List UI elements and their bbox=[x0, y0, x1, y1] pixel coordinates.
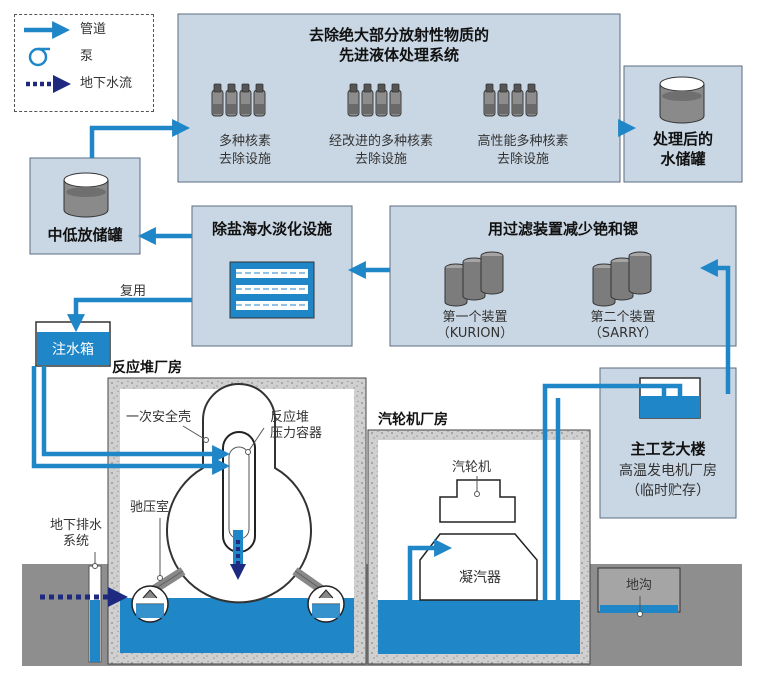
legend-pipe-label: 管道 bbox=[80, 22, 107, 37]
reactor-building-label: 反应堆厂房 bbox=[112, 360, 182, 376]
alps-unit2-line1: 经改进的多种核素 bbox=[328, 134, 433, 149]
pipe-reuse bbox=[67, 297, 192, 333]
drain-label-line2: 系统 bbox=[62, 534, 89, 549]
pipes bbox=[31, 119, 731, 600]
main-building-line1: 主工艺大楼 bbox=[630, 440, 706, 458]
turbine-water bbox=[378, 600, 580, 654]
filter-title: 用过滤装置减少铯和锶 bbox=[487, 220, 638, 238]
treated-tank-icon bbox=[659, 76, 705, 124]
desal-title: 除盐海水淡化设施 bbox=[211, 220, 332, 238]
treated-tank-line2: 水储罐 bbox=[660, 150, 706, 168]
drain-label-line1: 地下排水 bbox=[49, 518, 102, 533]
condenser bbox=[419, 533, 538, 601]
alps-unit2-line2: 去除设施 bbox=[354, 152, 407, 167]
filter-unit1-line1: 第一个装置 bbox=[442, 310, 508, 325]
pipe-injection-1 bbox=[41, 366, 231, 463]
filter-unit2-line1: 第二个装置 bbox=[590, 310, 656, 325]
turbine-building-label: 汽轮机厂房 bbox=[378, 412, 448, 428]
suppression-label: 驰压室 bbox=[130, 500, 170, 515]
pipe-to-alps bbox=[89, 119, 191, 158]
main-building-line3: （临时贮存） bbox=[626, 483, 710, 499]
desalination-icon bbox=[229, 261, 315, 319]
filter-unit1-line2: （KURION） bbox=[436, 326, 514, 341]
low-tank-icon bbox=[63, 172, 109, 218]
alps-unit3-line2: 去除设施 bbox=[496, 152, 549, 167]
legend-pump-label: 泵 bbox=[80, 49, 94, 64]
alps-unit3-line1: 高性能多种核素 bbox=[477, 134, 569, 149]
legend-groundwater-label: 地下水流 bbox=[80, 76, 133, 91]
treated-tank-line1: 处理后的 bbox=[652, 130, 713, 148]
pipe-turbine-to-main bbox=[542, 383, 683, 600]
rpv-label-line1: 反应堆 bbox=[270, 410, 310, 425]
main-building-line2: 高温发电机厂房 bbox=[619, 463, 717, 479]
condenser-label: 凝汽器 bbox=[459, 570, 501, 586]
alps-unit1-line2: 去除设施 bbox=[218, 152, 271, 167]
alps-title-line2: 先进液体处理系统 bbox=[338, 46, 459, 64]
trench bbox=[597, 567, 681, 613]
alps-title-line1: 去除绝大部分放射性物质的 bbox=[308, 26, 489, 44]
containment-label: 一次安全壳 bbox=[126, 410, 192, 425]
pipe-condenser bbox=[407, 539, 453, 600]
turbine bbox=[439, 479, 516, 523]
low-tank-label: 中低放储罐 bbox=[47, 226, 123, 244]
filter-unit2-line2: （SARRY） bbox=[588, 326, 658, 341]
injection-tank-label: 注水箱 bbox=[52, 342, 94, 358]
trench-label: 地沟 bbox=[625, 578, 652, 593]
pipe-to-filter bbox=[699, 259, 731, 394]
reuse-label: 复用 bbox=[120, 284, 147, 299]
turbine-label: 汽轮机 bbox=[452, 460, 492, 475]
pipe-injection-2 bbox=[31, 366, 231, 475]
rpv-label-line2: 压力容器 bbox=[270, 426, 323, 441]
alps-unit1-line1: 多种核素 bbox=[218, 134, 271, 149]
